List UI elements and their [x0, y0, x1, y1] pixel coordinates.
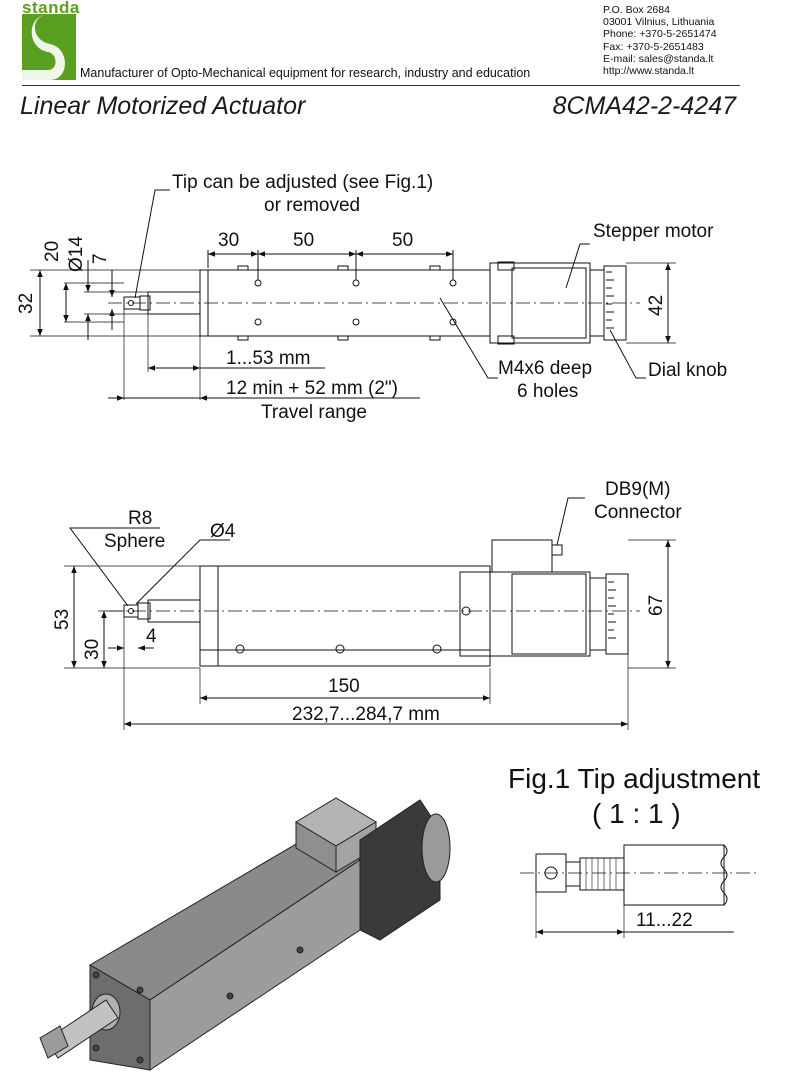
dim-53: 53 [52, 609, 73, 630]
isometric-view [39, 797, 451, 1071]
dim-1-53: 1...53 mm [226, 348, 310, 369]
header-rule [22, 85, 740, 86]
dim-150: 150 [328, 676, 360, 697]
dim-total: 232,7...284,7 mm [292, 704, 440, 725]
dim-travel: 12 min + 52 mm (2") [226, 378, 398, 399]
dim-50-b: 50 [392, 230, 413, 251]
dim-7: 7 [90, 253, 111, 264]
contact-line[interactable]: E-mail: sales@standa.lt [603, 52, 714, 65]
dial-knob-label: Dial knob [648, 360, 727, 381]
travel-range-label: Travel range [261, 402, 367, 423]
tip-note-line2: or removed [264, 195, 360, 216]
db9-label-2: Connector [594, 502, 682, 523]
fig1-dim: 11...22 [636, 910, 693, 931]
page-title: Linear Motorized Actuator [20, 92, 306, 120]
tagline: Manufacturer of Opto-Mechanical equipmen… [80, 66, 531, 80]
model-number: 8CMA42-2-4247 [552, 92, 736, 120]
contact-line: P.O. Box 2684 [603, 4, 670, 16]
contact-line: Fax: +370-5-2651483 [603, 40, 704, 53]
fig1-scale: ( 1 : 1 ) [592, 798, 681, 829]
dim-30-top: 30 [218, 230, 239, 251]
contact-block: P.O. Box 2684 03001 Vilnius, Lithuania P… [603, 4, 717, 77]
top-view [30, 189, 676, 401]
dim-4: 4 [146, 626, 157, 647]
tip-note-line1: Tip can be adjusted (see Fig.1) [172, 172, 433, 193]
brand-name: standa [22, 0, 80, 17]
fig1-tip-detail [520, 844, 760, 938]
holes-label-2: 6 holes [517, 381, 578, 402]
d4-label: Ø4 [210, 521, 236, 542]
dim-30-side: 30 [82, 639, 103, 660]
dim-32: 32 [16, 293, 37, 314]
fig1-title: Fig.1 Tip adjustment [508, 763, 761, 794]
dim-20: 20 [42, 241, 63, 262]
holes-label-1: M4x6 deep [498, 358, 592, 379]
dim-67: 67 [646, 595, 667, 616]
contact-line[interactable]: http://www.standa.lt [603, 65, 695, 78]
db9-label-1: DB9(M) [605, 479, 670, 500]
sphere-label: Sphere [104, 531, 165, 552]
r8-label: R8 [128, 508, 152, 529]
dim-d14: Ø14 [66, 236, 87, 272]
stepper-motor-label: Stepper motor [593, 221, 714, 242]
contact-line: 03001 Vilnius, Lithuania [603, 16, 715, 29]
dim-42: 42 [646, 295, 667, 316]
dim-50-a: 50 [293, 230, 314, 251]
side-view [64, 497, 676, 730]
contact-line: Phone: +370-5-2651474 [603, 28, 717, 41]
